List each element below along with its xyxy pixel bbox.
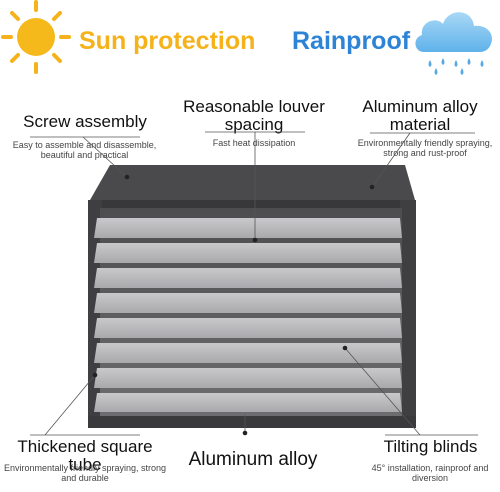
sun-protection-label: Sun protection (79, 27, 256, 55)
louver-spacing-title: Reasonable louver spacing (183, 97, 325, 134)
aluminum-material-desc: Environmentally friendly spraying, stron… (357, 138, 493, 158)
sun-icon (1, 0, 71, 74)
rain-cloud-icon (415, 12, 493, 75)
screw-assembly-desc: Easy to assemble and disassemble, beauti… (12, 140, 157, 160)
square-tube-title: Thickened square tube (17, 437, 153, 474)
tilting-blinds-desc: 45° installation, rainproof and diversio… (371, 463, 489, 483)
square-tube-desc: Environmentally friendly spraying, stron… (3, 463, 167, 483)
aluminum-alloy-title: Aluminum alloy (188, 449, 318, 470)
aluminum-material-title: Aluminum alloy material (362, 97, 478, 134)
screw-assembly-title: Screw assembly (23, 112, 147, 131)
rainproof-label: Rainproof (292, 27, 411, 55)
louver-spacing-desc: Fast heat dissipation (212, 138, 296, 148)
tilting-blinds-title: Tilting blinds (383, 437, 478, 456)
